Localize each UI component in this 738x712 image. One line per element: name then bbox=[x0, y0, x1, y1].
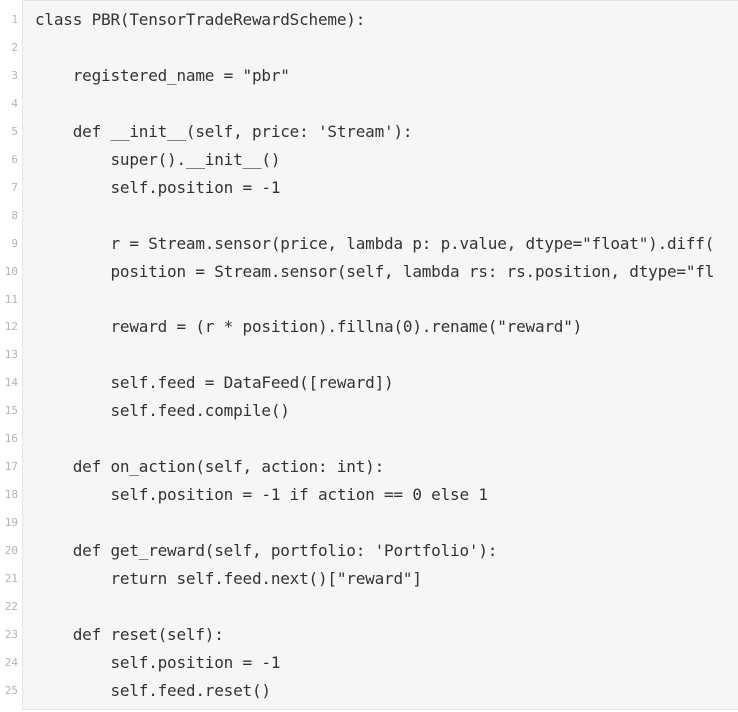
code-text: def __init__(self, price: 'Stream'): bbox=[35, 121, 413, 141]
code-line: 10 position = Stream.sensor(self, lambda… bbox=[0, 258, 738, 286]
line-number: 24 bbox=[4, 655, 18, 669]
line-number: 22 bbox=[4, 599, 18, 613]
code-text: self.feed.reset() bbox=[35, 680, 271, 700]
line-number: 4 bbox=[11, 96, 18, 110]
code-text: def on_action(self, action: int): bbox=[35, 457, 385, 477]
code-text: reward = (r * position).fillna(0).rename… bbox=[35, 317, 583, 337]
line-number: 13 bbox=[4, 348, 18, 362]
code-text: self.feed.compile() bbox=[35, 401, 290, 421]
code-line: 20 def get_reward(self, portfolio: 'Port… bbox=[0, 537, 738, 565]
line-number: 8 bbox=[11, 208, 18, 222]
line-number: 25 bbox=[4, 683, 18, 697]
code-line: 13 bbox=[0, 341, 738, 369]
code-text: class PBR(TensorTradeRewardScheme): bbox=[35, 10, 366, 29]
line-number: 14 bbox=[4, 376, 18, 390]
line-number: 19 bbox=[4, 516, 18, 530]
code-text: position = Stream.sensor(self, lambda rs… bbox=[35, 261, 715, 281]
code-line: 9 r = Stream.sensor(price, lambda p: p.v… bbox=[0, 230, 738, 258]
line-number: 16 bbox=[4, 432, 18, 446]
code-line: 8 bbox=[0, 202, 738, 230]
code-line: 16 bbox=[0, 425, 738, 453]
code-line: 7 self.position = -1 bbox=[0, 174, 738, 202]
line-number: 18 bbox=[4, 488, 18, 502]
line-number: 12 bbox=[4, 320, 18, 334]
line-number: 7 bbox=[11, 180, 18, 194]
code-text: def get_reward(self, portfolio: 'Portfol… bbox=[35, 541, 498, 561]
code-line: 18 self.position = -1 if action == 0 els… bbox=[0, 481, 738, 509]
code-text: self.position = -1 if action == 0 else 1 bbox=[35, 485, 488, 505]
code-text: def reset(self): bbox=[35, 624, 224, 644]
code-line: 19 bbox=[0, 509, 738, 537]
code-text: self.position = -1 bbox=[35, 177, 281, 197]
line-number: 20 bbox=[4, 544, 18, 558]
line-number: 1 bbox=[11, 13, 18, 26]
line-number: 23 bbox=[4, 627, 18, 641]
code-area[interactable] bbox=[22, 0, 738, 710]
code-line: 21 return self.feed.next()["reward"] bbox=[0, 565, 738, 593]
code-line: 11 bbox=[0, 286, 738, 314]
code-text: return self.feed.next()["reward"] bbox=[35, 569, 422, 588]
code-text: r = Stream.sensor(price, lambda p: p.val… bbox=[35, 233, 715, 253]
code-text: registered_name = "pbr" bbox=[35, 65, 290, 85]
code-line: 25 self.feed.reset() bbox=[0, 677, 738, 705]
line-number: 5 bbox=[11, 124, 18, 138]
code-line: 3 registered_name = "pbr" bbox=[0, 62, 738, 90]
code-line: 4 bbox=[0, 90, 738, 118]
code-line: 15 self.feed.compile() bbox=[0, 397, 738, 425]
code-line: 2 bbox=[0, 34, 738, 62]
code-text: super().__init__() bbox=[35, 149, 281, 169]
code-line: 17 def on_action(self, action: int): bbox=[0, 453, 738, 481]
code-text: self.feed = DataFeed([reward]) bbox=[35, 373, 394, 393]
code-line: 24 self.position = -1 bbox=[0, 649, 738, 677]
line-number: 11 bbox=[4, 292, 18, 306]
code-line: 14 self.feed = DataFeed([reward]) bbox=[0, 369, 738, 397]
line-number: 6 bbox=[11, 152, 18, 166]
code-line: 1 class PBR(TensorTradeRewardScheme): bbox=[0, 6, 738, 34]
code-line: 22 bbox=[0, 593, 738, 621]
line-number: 2 bbox=[11, 40, 18, 54]
code-line: 23 def reset(self): bbox=[0, 621, 738, 649]
code-line: 6 super().__init__() bbox=[0, 146, 738, 174]
line-number: 3 bbox=[11, 68, 18, 82]
line-number: 9 bbox=[11, 236, 18, 250]
code-line: 12 reward = (r * position).fillna(0).ren… bbox=[0, 313, 738, 341]
line-number: 21 bbox=[4, 572, 18, 585]
code-text: self.position = -1 bbox=[35, 652, 281, 672]
line-number: 17 bbox=[4, 460, 18, 474]
line-number: 10 bbox=[4, 264, 18, 278]
line-number: 15 bbox=[4, 404, 18, 418]
code-line: 5 def __init__(self, price: 'Stream'): bbox=[0, 118, 738, 146]
line-number-gutter bbox=[0, 0, 22, 712]
